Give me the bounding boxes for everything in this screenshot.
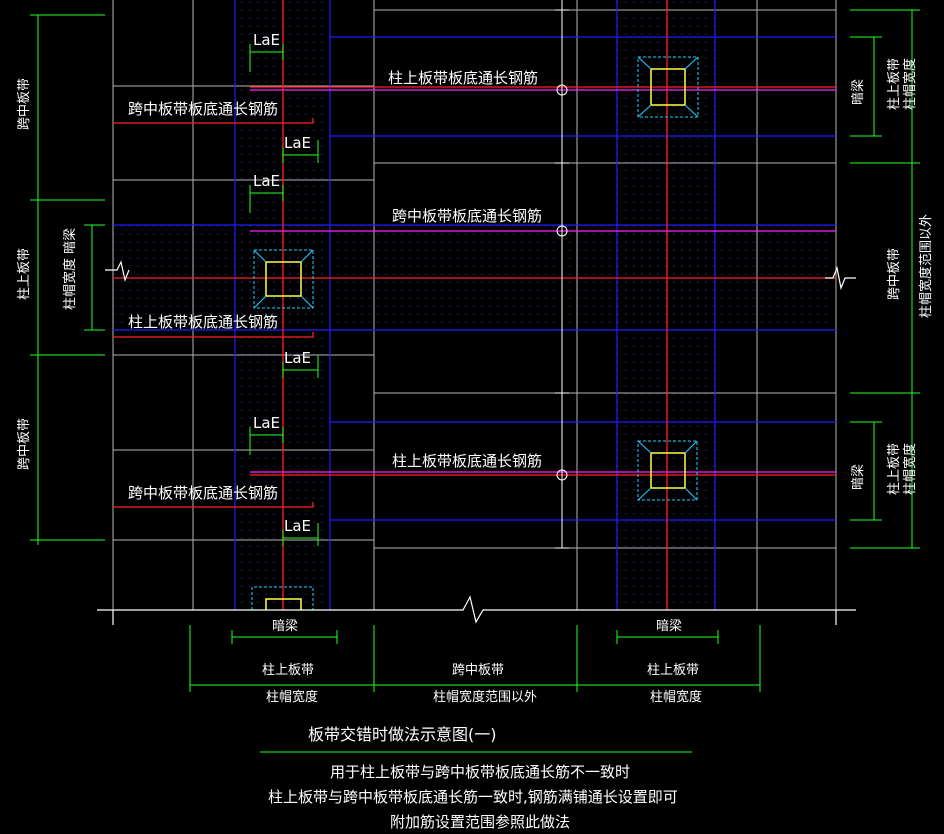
lae-label: LaE [253,31,280,49]
right-hidden-beam-label: 暗梁 [851,79,866,105]
bottom-hidden-beam-label-2: 暗梁 [656,619,682,634]
lae-label: LaE [253,414,280,432]
right-cap-width-label: 柱帽宽度 [902,58,918,110]
column-cap-middle-left [253,249,314,309]
left-mid-strip-label: 跨中板带 [17,78,32,130]
mid-strip-rebar-label: 跨中板带板底通长钢筋 [128,100,278,118]
column-cap-top-right [637,56,699,118]
break-lines [97,260,856,625]
bottom-hidden-beam-label: 暗梁 [272,619,298,634]
column-cap-bottom-right [637,440,698,501]
caption-title: 板带交错时做法示意图(一) [308,725,497,744]
outer-dimension-chains [30,9,920,753]
dotted-hatch [113,0,833,610]
right-col-strip-label-2: 柱上板带 [887,443,902,495]
blue-lines [113,0,836,610]
lae-label: LaE [284,349,311,367]
bottom-col-strip-label-2: 柱上板带 [647,663,699,678]
bottom-outside-cap-label: 柱帽宽度范围以外 [433,689,537,705]
col-strip-rebar-label: 柱上板带板底通长钢筋 [128,313,278,331]
right-hidden-beam-label-2: 暗梁 [851,464,866,490]
caption-note-3: 附加筋设置范围参照此做法 [390,813,570,831]
column-caps [251,56,699,610]
bottom-cap-width-label-2: 柱帽宽度 [650,689,702,705]
inner-dimension-line [555,0,569,549]
lae-label: LaE [284,517,311,535]
left-mid-strip-label-2: 跨中板带 [17,418,32,470]
right-cap-width-label-2: 柱帽宽度 [902,443,918,495]
mid-strip-rebar-label: 跨中板带板底通长钢筋 [392,207,542,225]
col-strip-rebar-label: 柱上板带板底通长钢筋 [392,452,542,470]
caption-note-2: 柱上板带与跨中板带板底通长筋一致时,钢筋满铺通长设置即可 [268,788,678,806]
caption-note-1: 用于柱上板带与跨中板带板底通长筋不一致时 [330,763,630,781]
magenta-rebar-lines [250,89,836,473]
right-mid-strip-label: 跨中板带 [887,248,902,300]
right-col-strip-label: 柱上板带 [887,58,902,110]
column-cap-bottom-left-partial [251,586,314,610]
bottom-col-strip-label: 柱上板带 [262,663,314,678]
right-outside-cap-label: 柱帽宽度范围以外 [918,214,934,318]
col-strip-rebar-label: 柱上板带板底通长钢筋 [388,69,538,87]
left-col-strip-label: 柱上板带 [17,248,32,300]
left-cap-width-label: 柱帽宽度 暗梁 [62,228,78,310]
lae-label: LaE [253,172,280,190]
red-rebar-lines [113,0,836,610]
bottom-mid-strip-label: 跨中板带 [452,663,504,678]
drawing-labels: LaE LaE LaE LaE LaE LaE 柱上板带板底通长钢筋 跨中板带板… [17,31,934,831]
lae-label: LaE [284,134,311,152]
mid-strip-rebar-label: 跨中板带板底通长钢筋 [128,484,278,502]
lae-dimensions [249,44,319,546]
bottom-cap-width-label: 柱帽宽度 [266,689,318,705]
